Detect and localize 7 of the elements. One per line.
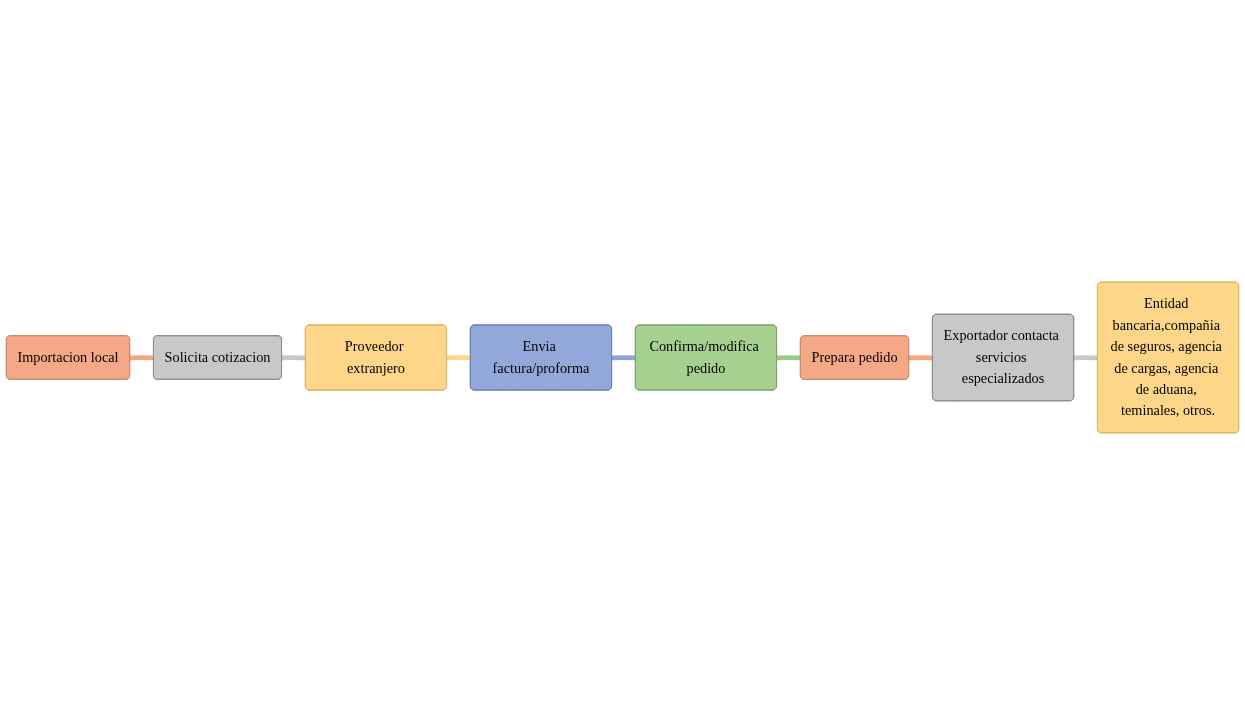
connector [129,355,155,361]
connector [446,355,472,361]
connector [611,355,637,361]
connector [281,355,307,361]
connector [908,355,934,361]
connector [1073,355,1099,361]
connector [776,355,802,361]
